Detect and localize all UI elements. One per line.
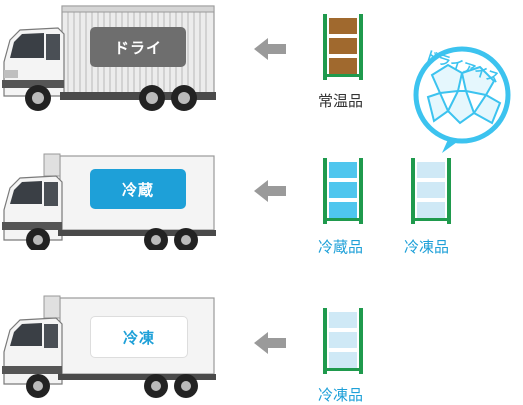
row-frozen: 冷凍 冷凍品	[0, 270, 523, 405]
arrow-left-icon	[254, 332, 286, 354]
arrow-left-icon	[254, 38, 286, 60]
truck-label-chilled: 冷蔵	[90, 169, 186, 209]
row-chilled: 冷蔵 冷蔵品 冷凍品	[0, 130, 523, 265]
truck-label-frozen: 冷凍	[90, 316, 188, 358]
product-label-chilled: 冷蔵品	[318, 238, 364, 256]
dry-ice-bubble	[413, 46, 511, 153]
frozen-shelf-rack	[411, 158, 451, 224]
row-dry: ドライ 常温品	[0, 0, 523, 135]
arrow-left-icon	[254, 180, 286, 202]
frozen-truck	[2, 295, 216, 398]
product-label-ambient: 常温品	[318, 92, 364, 110]
chilled-shelf-rack	[323, 158, 363, 224]
truck-label-dry: ドライ	[90, 27, 186, 67]
product-label-frozen: 冷凍品	[404, 238, 450, 256]
frozen-shelf-rack	[323, 308, 363, 374]
ambient-shelf-rack	[323, 14, 363, 80]
product-label-frozen: 冷凍品	[318, 386, 364, 404]
